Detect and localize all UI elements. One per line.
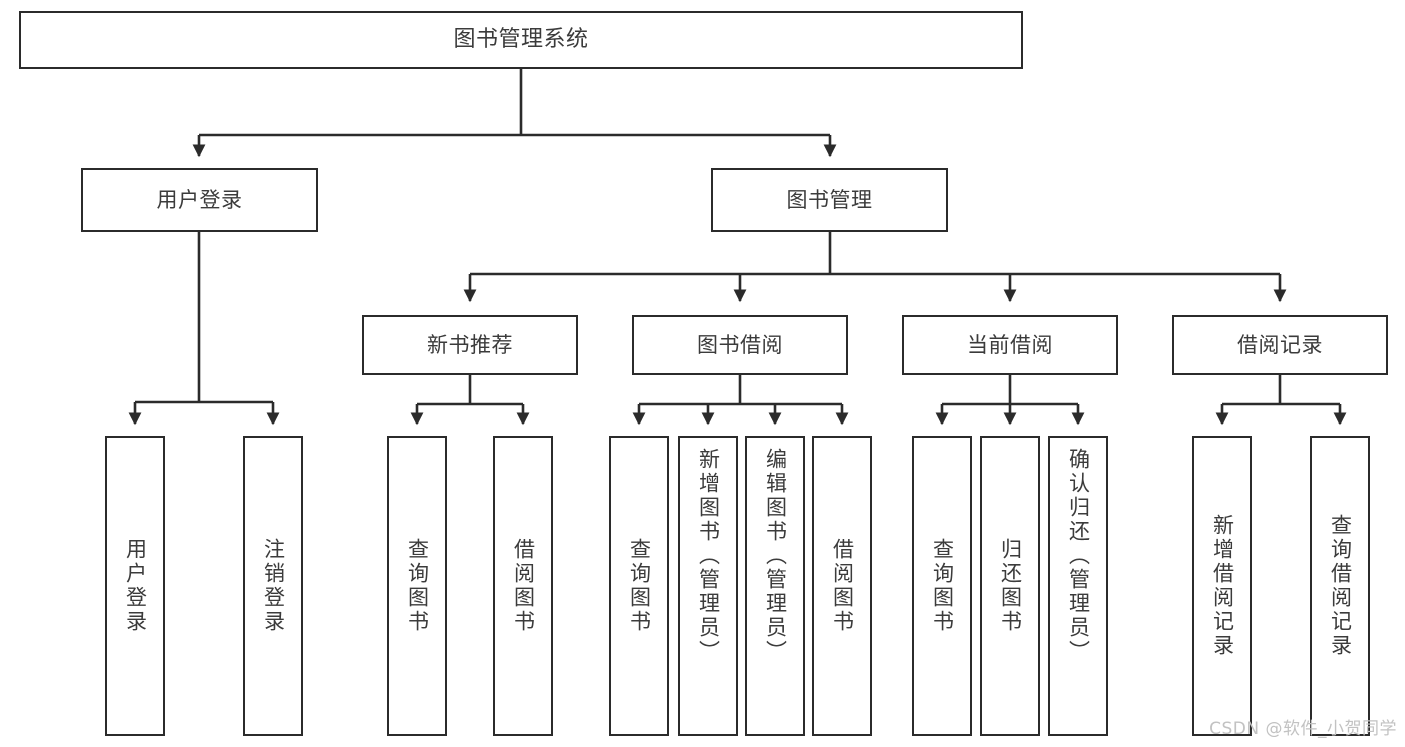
node-label: 借阅图书	[830, 538, 855, 634]
node-label: 图书管理系统	[453, 27, 589, 53]
node-label: 当前借阅	[967, 332, 1053, 357]
node-current-borrow[interactable]: 当前借阅	[902, 315, 1118, 375]
node-label: 借阅记录	[1237, 332, 1323, 357]
leaf-new-book-query[interactable]: 查询图书	[387, 436, 447, 736]
node-label: 查询图书	[930, 538, 955, 634]
node-label: 注销登录	[261, 538, 286, 634]
node-label: 新增图书（管理员）	[696, 448, 721, 664]
node-label: 确认归还（管理员）	[1066, 448, 1091, 664]
leaf-user-login-logout[interactable]: 注销登录	[243, 436, 303, 736]
leaf-book-borrow-add[interactable]: 新增图书（管理员）	[678, 436, 738, 736]
node-book-borrow[interactable]: 图书借阅	[632, 315, 848, 375]
leaf-current-borrow-return[interactable]: 归还图书	[980, 436, 1040, 736]
node-borrow-record[interactable]: 借阅记录	[1172, 315, 1388, 375]
leaf-borrow-record-query[interactable]: 查询借阅记录	[1310, 436, 1370, 736]
node-label: 查询借阅记录	[1328, 514, 1353, 658]
node-new-book-recommend[interactable]: 新书推荐	[362, 315, 578, 375]
node-label: 图书管理	[786, 187, 873, 212]
node-label: 借阅图书	[511, 538, 536, 634]
leaf-user-login-login[interactable]: 用户登录	[105, 436, 165, 736]
leaf-new-book-borrow[interactable]: 借阅图书	[493, 436, 553, 736]
node-label: 归还图书	[998, 538, 1023, 634]
watermark-text: CSDN @软件_小贺同学	[1209, 719, 1397, 739]
node-label: 用户登录	[156, 187, 243, 212]
node-label: 用户登录	[123, 538, 148, 634]
leaf-current-borrow-query[interactable]: 查询图书	[912, 436, 972, 736]
node-label: 编辑图书（管理员）	[763, 448, 788, 664]
node-user-login[interactable]: 用户登录	[81, 168, 318, 232]
node-label: 查询图书	[627, 538, 652, 634]
node-label: 新增借阅记录	[1210, 514, 1235, 658]
node-label: 查询图书	[405, 538, 430, 634]
leaf-book-borrow-query[interactable]: 查询图书	[609, 436, 669, 736]
leaf-borrow-record-add[interactable]: 新增借阅记录	[1192, 436, 1252, 736]
node-label: 图书借阅	[697, 332, 783, 357]
node-root-system[interactable]: 图书管理系统	[19, 11, 1023, 69]
leaf-book-borrow-edit[interactable]: 编辑图书（管理员）	[745, 436, 805, 736]
leaf-current-borrow-confirm-return[interactable]: 确认归还（管理员）	[1048, 436, 1108, 736]
leaf-book-borrow-borrow[interactable]: 借阅图书	[812, 436, 872, 736]
node-label: 新书推荐	[427, 332, 513, 357]
node-book-management[interactable]: 图书管理	[711, 168, 948, 232]
